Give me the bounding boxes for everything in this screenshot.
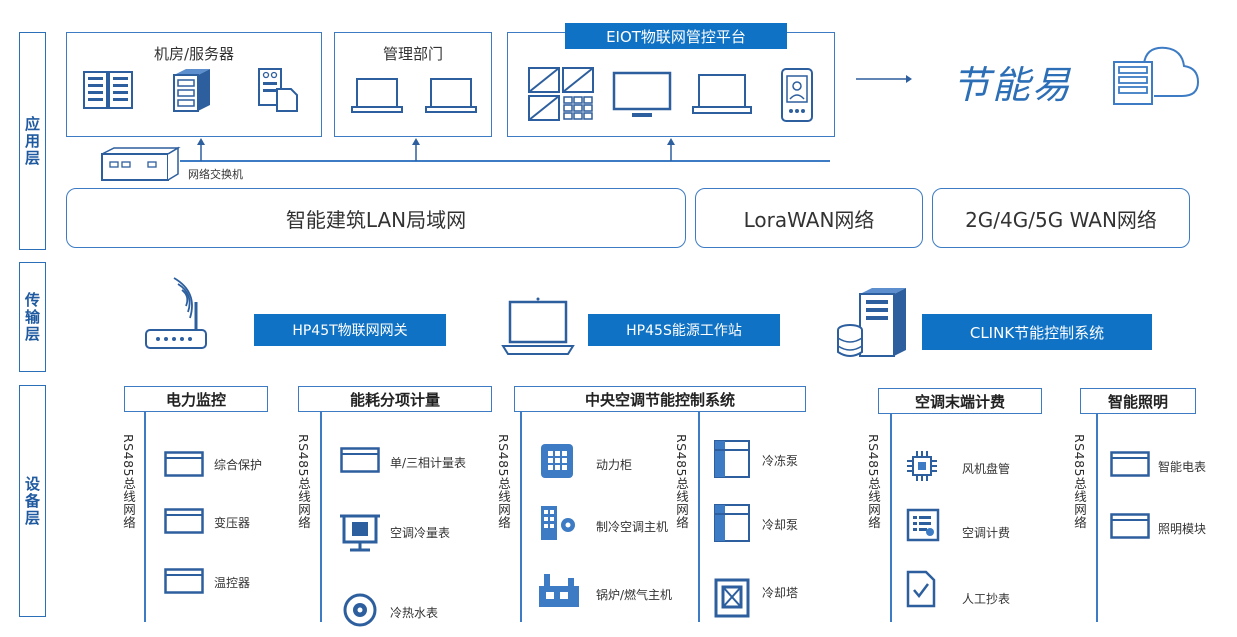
- server-document-icon: [258, 68, 298, 112]
- section-power-title: 电力监控: [124, 386, 268, 412]
- water-meter-icon: [343, 593, 377, 627]
- device-label: 冷冻泵: [762, 454, 799, 468]
- power-cabinet-icon: [541, 444, 573, 478]
- server-room-title: 机房/服务器: [153, 45, 235, 63]
- server-unit-icon: [173, 69, 210, 112]
- device-label: 综合保护: [214, 458, 263, 472]
- device-label: 单/三相计量表: [390, 456, 467, 470]
- layer-label-application: 应用层: [23, 115, 41, 167]
- device-label: 风机盘管: [962, 462, 1011, 476]
- laptop-icon: [692, 74, 752, 114]
- bus-line: [890, 414, 892, 622]
- layer-label-transport: 传输层: [23, 291, 41, 343]
- meter-window-icon: [1110, 451, 1150, 477]
- bus-line: [144, 412, 146, 622]
- meter-window-icon: [1110, 513, 1150, 539]
- rs485-bus-label: RS485总线网络: [496, 434, 511, 529]
- cooling-meter-icon: [340, 514, 380, 552]
- bus-line: [320, 412, 322, 622]
- manual-reading-icon: [906, 570, 936, 608]
- cooling-pump-icon: [714, 504, 750, 542]
- cooling-tower-icon: [714, 578, 750, 618]
- boiler-icon: [539, 574, 579, 607]
- monitor-icon: [612, 71, 672, 117]
- layer-tab-application: 应用层: [19, 32, 46, 250]
- rs485-bus-label: RS485总线网络: [296, 434, 311, 529]
- rs485-bus-label: RS485总线网络: [1072, 434, 1087, 529]
- switch-label: 网络交换机: [188, 168, 243, 181]
- server-rack-icon: [83, 71, 133, 109]
- bus-line: [520, 412, 522, 622]
- fan-coil-chip-icon: [907, 451, 937, 481]
- device-label: 空调冷量表: [390, 526, 451, 540]
- clink-label: CLINK节能控制系统: [922, 314, 1152, 350]
- section-lighting-title: 智能照明: [1080, 388, 1196, 414]
- rs485-bus-label: RS485总线网络: [866, 434, 881, 529]
- laptop-icon: [425, 78, 477, 113]
- chilled-pump-icon: [714, 440, 750, 478]
- device-label: 冷热水表: [390, 606, 439, 620]
- laptop-icon: [351, 78, 403, 113]
- chiller-icon: [541, 506, 575, 540]
- device-label: 照明模块: [1158, 522, 1207, 536]
- layer-label-device: 设备层: [23, 475, 41, 527]
- device-label: 制冷空调主机: [596, 520, 669, 534]
- billing-card-icon: [906, 508, 940, 542]
- network-switch-icon: [101, 146, 181, 181]
- rs485-bus-label: RS485总线网络: [121, 434, 136, 529]
- mobile-device-icon: [781, 68, 813, 122]
- bus-line: [1096, 414, 1098, 622]
- lan-network: 智能建筑LAN局域网: [66, 188, 686, 248]
- section-hvac-title: 中央空调节能控制系统: [514, 386, 806, 412]
- workstation-laptop-icon: [501, 297, 575, 355]
- wan-network: 2G/4G/5G WAN网络: [932, 188, 1190, 248]
- device-label: 冷却泵: [762, 518, 799, 532]
- platform-box: [507, 32, 835, 137]
- rs485-bus-label: RS485总线网络: [674, 434, 689, 529]
- platform-title: EIOT物联网管控平台: [565, 23, 787, 49]
- meter-window-icon: [164, 451, 204, 477]
- management-title: 管理部门: [382, 45, 443, 63]
- video-wall-icon: [528, 67, 594, 121]
- device-label: 冷却塔: [762, 586, 799, 600]
- meter-window-icon: [164, 568, 204, 594]
- server-room-box: 机房/服务器: [66, 32, 322, 137]
- server-database-icon: [837, 288, 906, 357]
- workstation-label: HP45S能源工作站: [588, 314, 780, 346]
- wireless-router-icon: [145, 277, 207, 349]
- meter-window-icon: [340, 447, 380, 473]
- gateway-label: HP45T物联网网关: [254, 314, 446, 346]
- layer-tab-transport: 传输层: [19, 262, 46, 372]
- uplink-arrow-icon: [412, 138, 420, 161]
- management-box: 管理部门: [334, 32, 492, 137]
- device-label: 智能电表: [1158, 460, 1207, 474]
- uplink-arrow-icon: [197, 138, 205, 161]
- device-label: 空调计费: [962, 526, 1011, 540]
- bus-line: [698, 412, 700, 622]
- cloud-server-icon: [1113, 46, 1200, 105]
- device-label: 锅炉/燃气主机: [596, 588, 673, 602]
- arrow-right-icon: [856, 75, 912, 83]
- section-ac-billing-title: 空调末端计费: [878, 388, 1042, 414]
- meter-window-icon: [164, 508, 204, 534]
- section-metering-title: 能耗分项计量: [298, 386, 492, 412]
- device-label: 动力柜: [596, 458, 633, 472]
- brand-logo-text: 节能易: [952, 63, 1073, 107]
- uplink-arrow-icon: [667, 138, 675, 161]
- layer-tab-device: 设备层: [19, 385, 46, 617]
- device-label: 变压器: [214, 516, 251, 530]
- network-backbone-line: [180, 160, 830, 162]
- lorawan-network: LoraWAN网络: [695, 188, 923, 248]
- device-label: 温控器: [214, 576, 251, 590]
- device-label: 人工抄表: [962, 592, 1011, 606]
